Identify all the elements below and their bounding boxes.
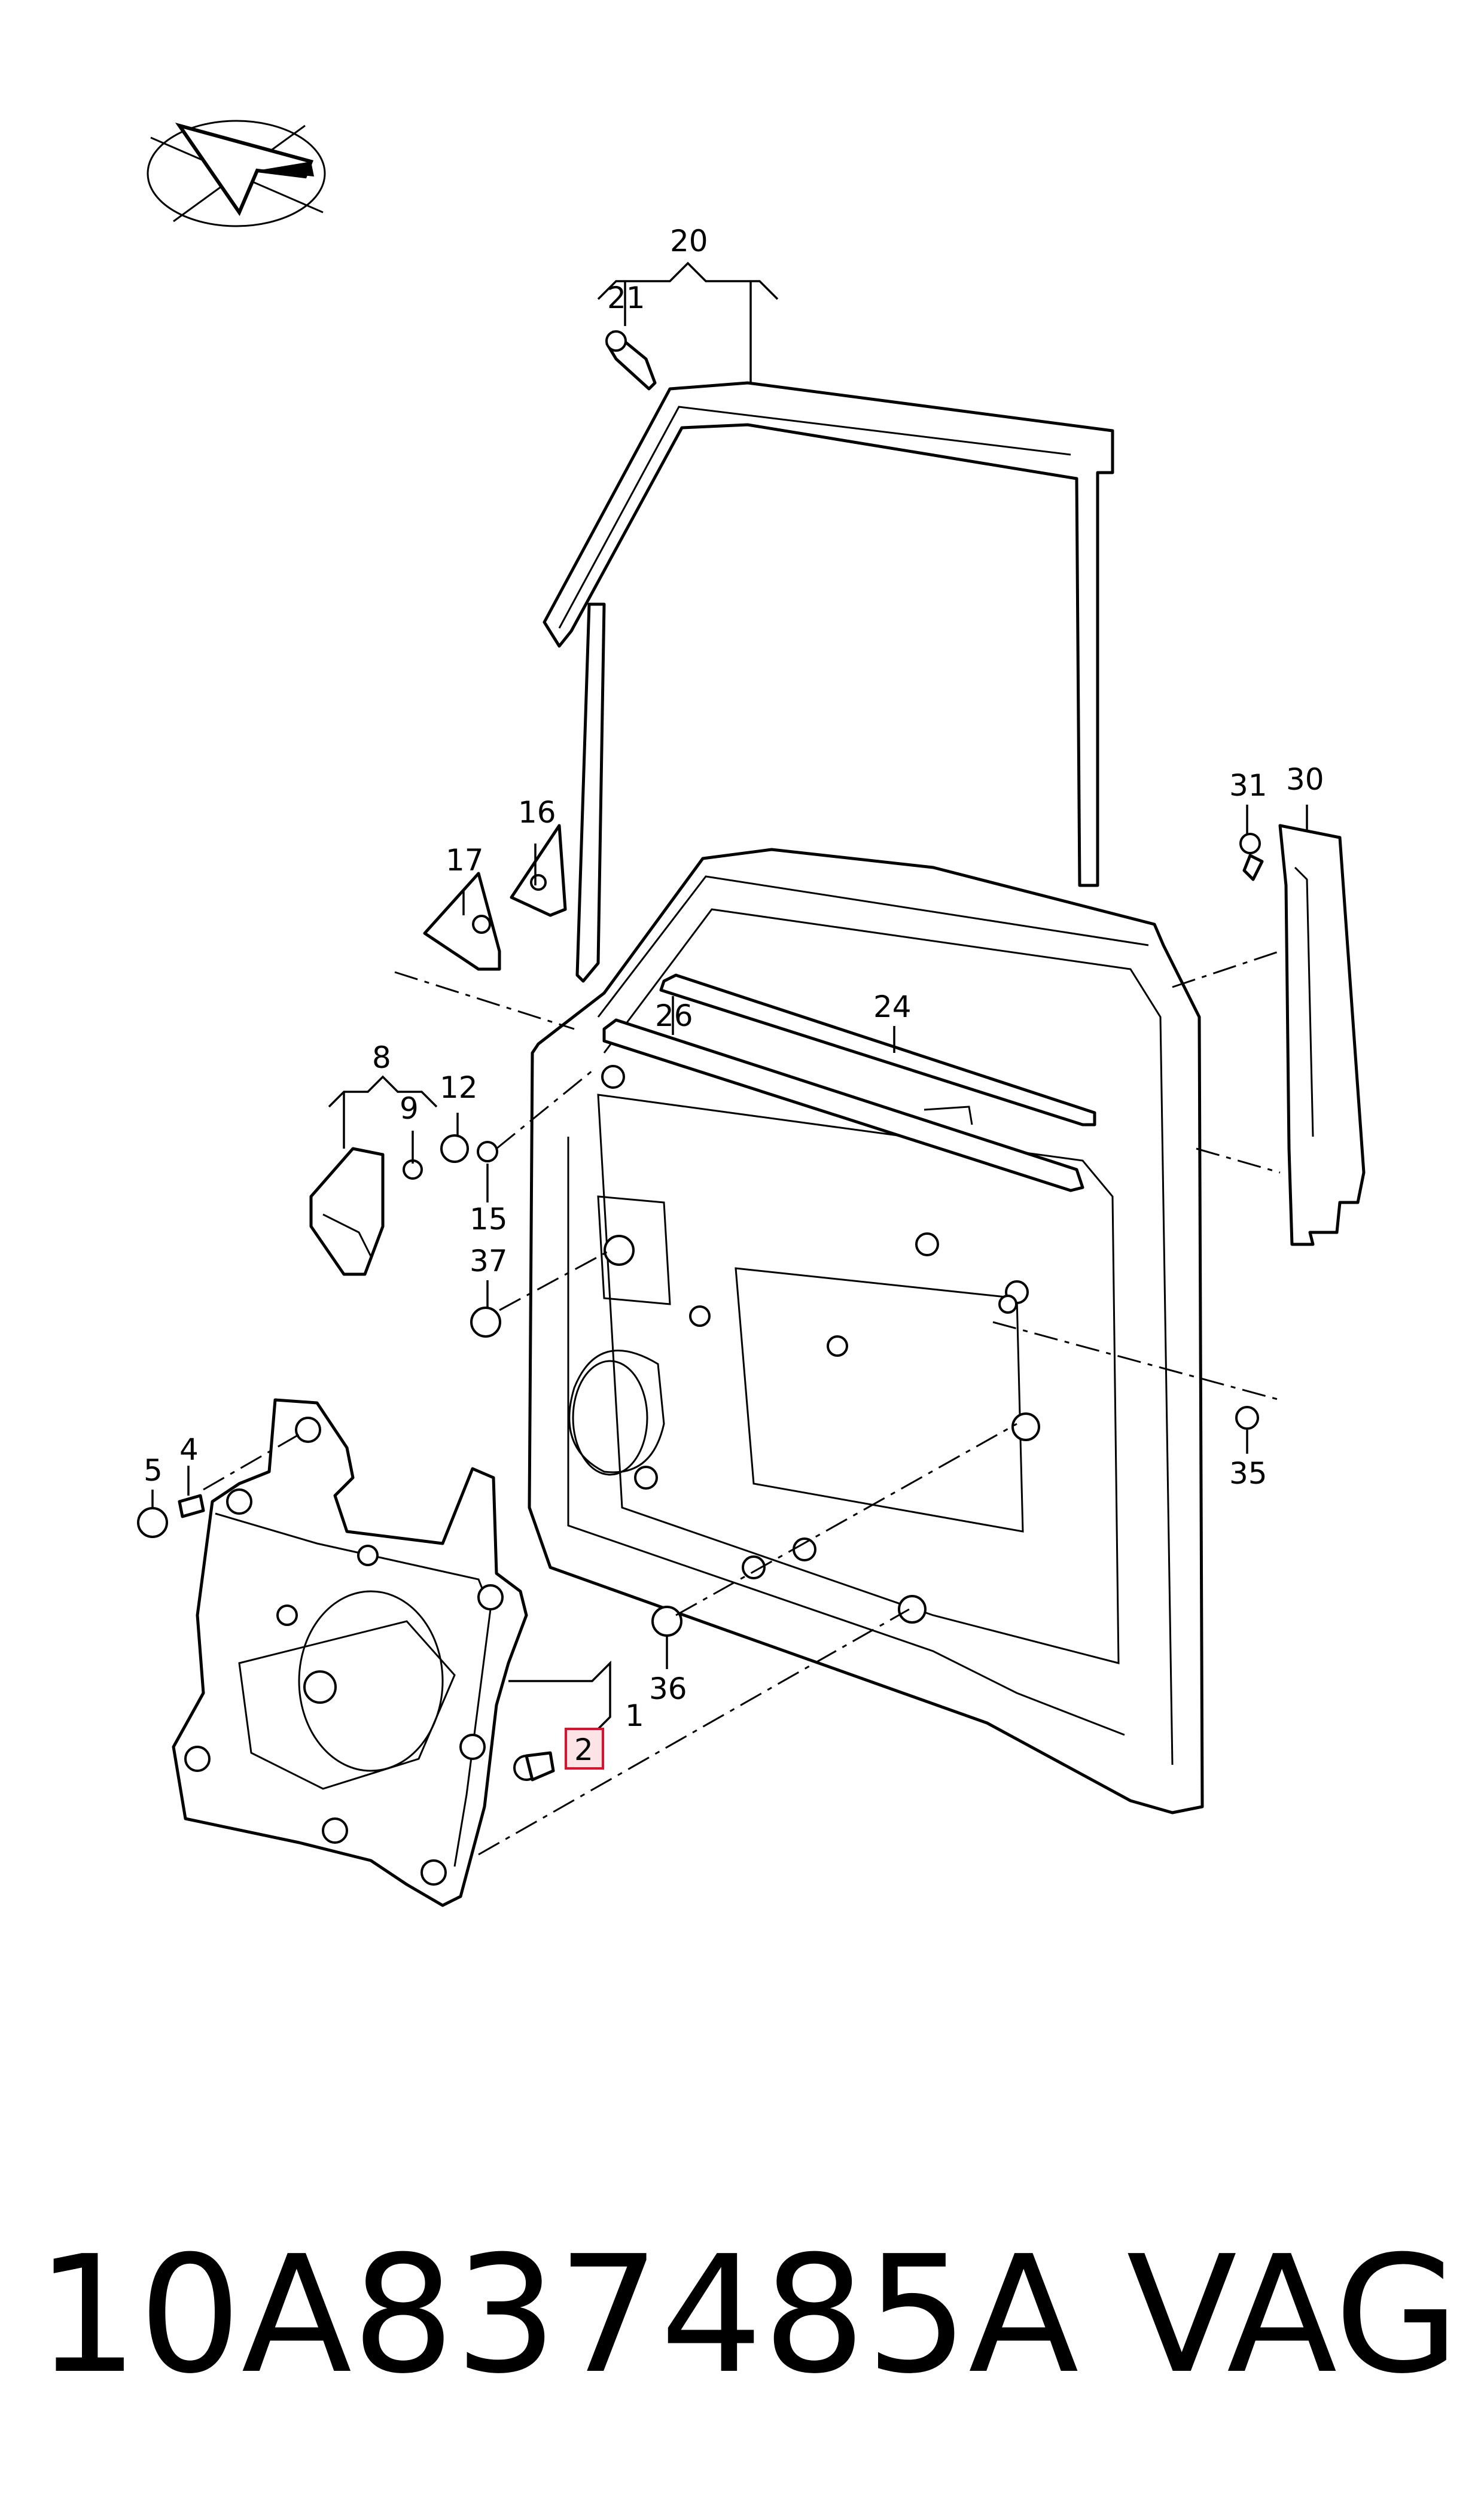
- mirror-triangle-cover: [423, 824, 567, 971]
- callout-35[interactable]: 35: [1229, 1456, 1267, 1491]
- callout-8[interactable]: 8: [372, 1040, 391, 1075]
- callout-5[interactable]: 5: [144, 1453, 163, 1488]
- callout-2-highlight: [565, 1728, 604, 1770]
- callout-16[interactable]: 16: [518, 795, 556, 830]
- callout-12[interactable]: 12: [440, 1070, 478, 1105]
- callout-31[interactable]: 31: [1229, 768, 1267, 803]
- window-regulator: [172, 1398, 555, 1907]
- grommets: [137, 1307, 1259, 1637]
- callout-21[interactable]: 21: [607, 281, 645, 315]
- rear-guide-rail: [1239, 824, 1366, 1246]
- window-strips: [602, 973, 1096, 1192]
- mirror-bracket: [309, 1134, 498, 1276]
- assembly-lines: [203, 950, 1281, 1856]
- direction-logo-icon: [147, 120, 326, 227]
- callout-24[interactable]: 24: [873, 989, 912, 1024]
- footer-part-label: 10A837485A VAG: [36, 2225, 1459, 2405]
- callout-37[interactable]: 37: [470, 1244, 508, 1278]
- callouts: 20 21 31 30 16 17 24 26 8 9 12 15 37 5 4…: [144, 224, 1324, 1770]
- callout-30[interactable]: 30: [1286, 762, 1324, 797]
- clip-part: [605, 330, 657, 391]
- door-shell: [528, 848, 1204, 1814]
- callout-9[interactable]: 9: [400, 1091, 419, 1126]
- callout-36[interactable]: 36: [649, 1671, 687, 1706]
- callout-4[interactable]: 4: [179, 1432, 199, 1467]
- callout-17[interactable]: 17: [446, 843, 484, 878]
- brand-label: VAG: [1126, 2221, 1459, 2409]
- door-window-frame: [543, 381, 1114, 983]
- callout-1[interactable]: 1: [625, 1698, 644, 1733]
- callout-20[interactable]: 20: [670, 224, 708, 258]
- callout-26[interactable]: 26: [655, 998, 693, 1033]
- callout-2[interactable]: 2: [574, 1733, 593, 1767]
- callout-15[interactable]: 15: [470, 1202, 508, 1237]
- part-number: 10A837485A: [36, 2221, 1079, 2409]
